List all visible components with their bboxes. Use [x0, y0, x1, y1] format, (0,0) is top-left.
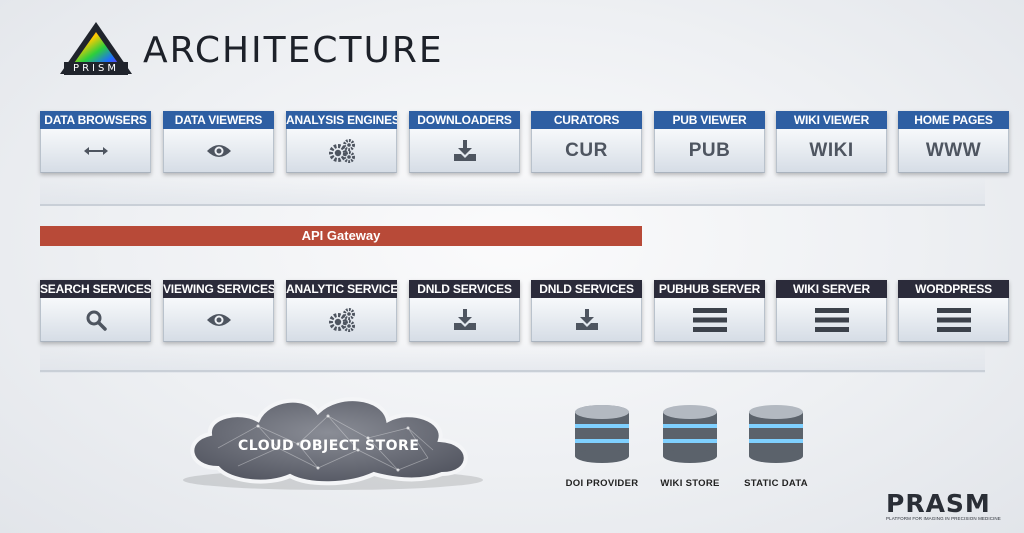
card-wiki-server[interactable]: WIKI SERVER [776, 280, 887, 342]
www-icon: WWW [925, 139, 982, 161]
cloud-icon [183, 397, 483, 490]
download-icon [453, 308, 476, 330]
menu-icon [936, 307, 971, 332]
card-body [898, 298, 1009, 342]
card-dnld-services-2[interactable]: DNLD SERVICES [531, 280, 642, 342]
card-header: DATA BROWSERS [40, 111, 151, 129]
eye-icon [206, 313, 231, 326]
card-header: WIKI VIEWER [776, 111, 887, 129]
card-wordpress[interactable]: WORDPRESS [898, 280, 1009, 342]
api-gateway-bar[interactable]: API Gateway [40, 226, 642, 246]
search-icon [86, 310, 107, 331]
service-layer-platform [40, 343, 985, 373]
page-title: ARCHITECTURE [143, 30, 444, 71]
logo-wordmark: PRISM [64, 62, 128, 75]
card-header: WIKI SERVER [776, 280, 887, 298]
card-body [654, 298, 765, 342]
menu-icon [692, 307, 727, 332]
card-header: WORDPRESS [898, 280, 1009, 298]
card-analytic-services[interactable]: ANALYTIC SERVICES [286, 280, 397, 342]
gears-icon [328, 307, 355, 332]
card-dnld-services-1[interactable]: DNLD SERVICES [409, 280, 520, 342]
pub-icon: PUB [688, 139, 731, 161]
card-header: VIEWING SERVICES [163, 280, 274, 298]
menu-icon [814, 307, 849, 332]
card-header: HOME PAGES [898, 111, 1009, 129]
db-label-wiki-store: WIKI STORE [660, 478, 720, 489]
service-layer-divider [40, 370, 985, 372]
card-analysis-engines[interactable]: ANALYSIS ENGINES [286, 111, 397, 173]
client-layer-divider [40, 204, 985, 206]
download-icon [575, 308, 598, 330]
card-body: PUB [654, 129, 765, 173]
card-wiki-viewer[interactable]: WIKI VIEWER WIKI [776, 111, 887, 173]
card-header: PUB VIEWER [654, 111, 765, 129]
card-search-services[interactable]: SEARCH SERVICES [40, 280, 151, 342]
card-body [163, 129, 274, 173]
eye-icon [206, 144, 231, 157]
card-pub-viewer[interactable]: PUB VIEWER PUB [654, 111, 765, 173]
card-body [776, 298, 887, 342]
cur-icon: CUR [565, 139, 608, 161]
card-header: ANALYTIC SERVICES [286, 280, 397, 298]
download-icon [453, 139, 476, 161]
card-body: CUR [531, 129, 642, 173]
prism-logo-icon [60, 22, 132, 74]
card-body [286, 129, 397, 173]
card-body: WWW [898, 129, 1009, 173]
brand-logo: PRASM [886, 489, 991, 518]
card-header: DOWNLOADERS [409, 111, 520, 129]
database-icon [663, 405, 717, 463]
gears-icon [328, 138, 355, 163]
card-body [409, 298, 520, 342]
card-viewing-services[interactable]: VIEWING SERVICES [163, 280, 274, 342]
card-header: CURATORS [531, 111, 642, 129]
database-icon [575, 405, 629, 463]
database-icon [749, 405, 803, 463]
card-downloaders[interactable]: DOWNLOADERS [409, 111, 520, 173]
arrows-horizontal-icon [83, 146, 108, 155]
card-body [409, 129, 520, 173]
client-layer-platform [40, 175, 985, 205]
card-body [531, 298, 642, 342]
card-body [163, 298, 274, 342]
card-header: PUBHUB SERVER [654, 280, 765, 298]
brand-tagline: PLATFORM FOR IMAGING IN PRECISION MEDICI… [886, 516, 1001, 521]
card-data-viewers[interactable]: DATA VIEWERS [163, 111, 274, 173]
db-label-static-data: STATIC DATA [744, 478, 808, 489]
card-header: SEARCH SERVICES [40, 280, 151, 298]
cloud-object-store-label: CLOUD OBJECT STORE [238, 438, 420, 454]
card-curators[interactable]: CURATORS CUR [531, 111, 642, 173]
card-body: WIKI [776, 129, 887, 173]
card-body [40, 129, 151, 173]
card-header: ANALYSIS ENGINES [286, 111, 397, 129]
card-header: DNLD SERVICES [409, 280, 520, 298]
card-body [286, 298, 397, 342]
card-pubhub-server[interactable]: PUBHUB SERVER [654, 280, 765, 342]
card-header: DATA VIEWERS [163, 111, 274, 129]
db-label-doi-provider: DOI PROVIDER [565, 478, 639, 489]
card-data-browsers[interactable]: DATA BROWSERS [40, 111, 151, 173]
card-body [40, 298, 151, 342]
card-home-pages[interactable]: HOME PAGES WWW [898, 111, 1009, 173]
wiki-icon: WIKI [809, 139, 854, 161]
card-header: DNLD SERVICES [531, 280, 642, 298]
